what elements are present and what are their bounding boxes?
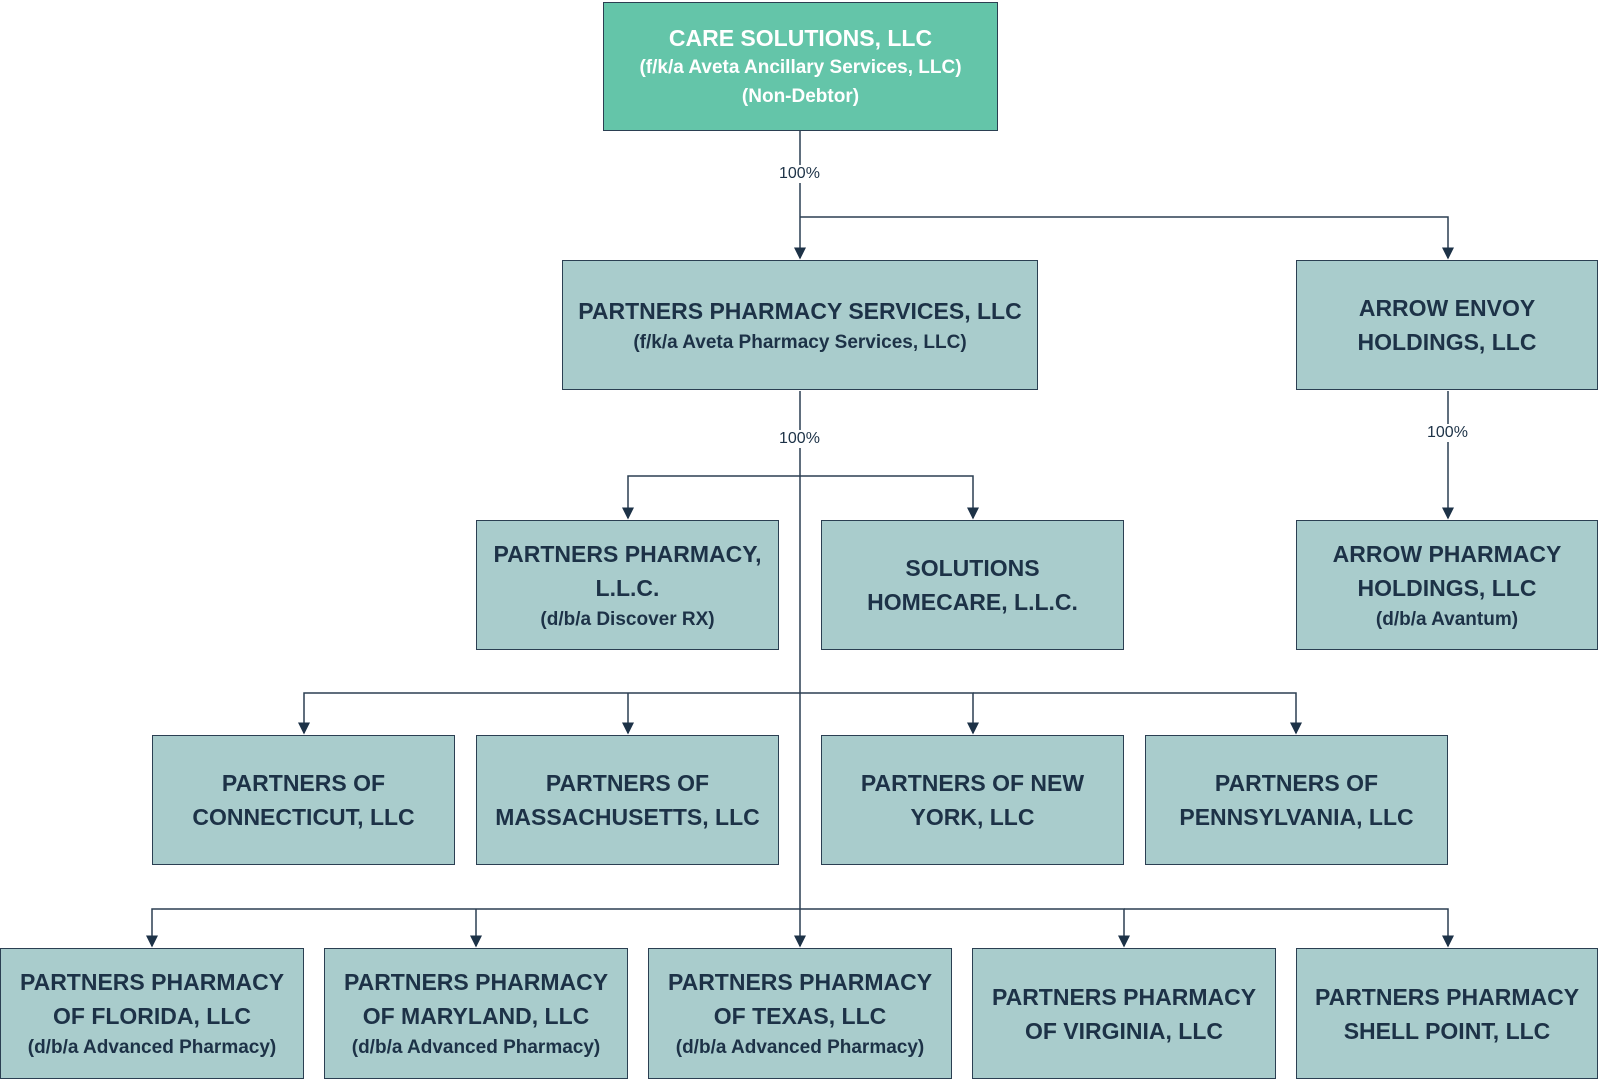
node-name-line2: YORK, LLC: [910, 804, 1035, 830]
node-dba: (d/b/a Advanced Pharmacy): [675, 1037, 925, 1058]
node-name-line2: OF TEXAS, LLC: [713, 1003, 887, 1029]
connector-pps-va: [800, 908, 1130, 948]
node-partners-of-new-york: PARTNERS OF NEW YORK, LLC: [821, 735, 1124, 865]
node-name-line1: PARTNERS PHARMACY: [19, 969, 285, 995]
node-name-line1: PARTNERS PHARMACY: [1314, 983, 1580, 1010]
node-name-line1: PARTNERS PHARMACY,: [493, 540, 762, 567]
node-arrow-envoy-holdings: ARROW ENVOY HOLDINGS, LLC: [1296, 260, 1598, 390]
ownership-label-arrow-envoy: 100%: [1426, 424, 1469, 442]
node-partners-pharmacy-shell-point: PARTNERS PHARMACY SHELL POINT, LLC: [1296, 948, 1598, 1079]
node-name-line2: OF FLORIDA, LLC: [52, 1003, 252, 1029]
node-solutions-homecare: SOLUTIONS HOMECARE, L.L.C.: [821, 520, 1124, 650]
node-dba: (d/b/a Discover RX): [540, 608, 715, 630]
connector-pps-fl: [146, 908, 800, 948]
node-partners-pharmacy-maryland: PARTNERS PHARMACY OF MARYLAND, LLC (d/b/…: [324, 948, 628, 1079]
node-name-line2: L.L.C.: [595, 574, 660, 601]
node-name-line2: SHELL POINT, LLC: [1343, 1017, 1551, 1044]
node-name-line1: PARTNERS OF: [1214, 770, 1379, 796]
node-arrow-pharmacy-holdings: ARROW PHARMACY HOLDINGS, LLC (d/b/a Avan…: [1296, 520, 1598, 650]
connector-pps-sh: [800, 475, 979, 520]
node-name-line1: PARTNERS PHARMACY: [667, 969, 933, 995]
node-care-solutions: CARE SOLUTIONS, LLC (f/k/a Aveta Ancilla…: [603, 2, 998, 131]
node-partners-pharmacy-texas: PARTNERS PHARMACY OF TEXAS, LLC (d/b/a A…: [648, 948, 952, 1079]
ownership-label-care: 100%: [778, 165, 821, 183]
node-fka: (f/k/a Aveta Ancillary Services, LLC): [639, 56, 962, 78]
node-name-line1: PARTNERS OF NEW: [860, 770, 1085, 796]
node-name-line2: HOLDINGS, LLC: [1357, 574, 1537, 601]
node-name-line2: CONNECTICUT, LLC: [192, 804, 415, 830]
node-dba: (d/b/a Advanced Pharmacy): [351, 1037, 601, 1058]
connector-care-arrow-envoy: [800, 216, 1454, 260]
connector-pps-ct: [298, 692, 800, 735]
node-partners-of-connecticut: PARTNERS OF CONNECTICUT, LLC: [152, 735, 455, 865]
node-partners-of-massachusetts: PARTNERS OF MASSACHUSETTS, LLC: [476, 735, 779, 865]
node-name-line2: HOMECARE, L.L.C.: [867, 589, 1078, 615]
connector-pps-ny: [800, 692, 979, 735]
node-name-line1: PARTNERS PHARMACY: [343, 969, 609, 995]
node-name-line2: MASSACHUSETTS, LLC: [495, 804, 760, 830]
node-name-line2: OF MARYLAND, LLC: [362, 1003, 590, 1029]
node-partners-pharmacy-llc: PARTNERS PHARMACY, L.L.C. (d/b/a Discove…: [476, 520, 779, 650]
ownership-label-pps: 100%: [778, 430, 821, 448]
node-name-line2: OF VIRGINIA, LLC: [1024, 1017, 1224, 1044]
node-partners-pharmacy-florida: PARTNERS PHARMACY OF FLORIDA, LLC (d/b/a…: [0, 948, 304, 1079]
node-name-line2: PENNSYLVANIA, LLC: [1179, 804, 1414, 830]
node-dba: (d/b/a Advanced Pharmacy): [27, 1037, 277, 1058]
node-name: PARTNERS PHARMACY SERVICES, LLC: [578, 297, 1022, 324]
node-name-line1: SOLUTIONS: [905, 555, 1040, 581]
node-partners-pharmacy-services: PARTNERS PHARMACY SERVICES, LLC (f/k/a A…: [562, 260, 1038, 390]
node-name-line1: ARROW PHARMACY: [1332, 540, 1562, 567]
node-name-line1: ARROW ENVOY: [1358, 295, 1536, 321]
connector-pps-sp: [1124, 908, 1454, 948]
connector-pps-pa: [973, 692, 1302, 735]
node-name-line1: PARTNERS OF: [221, 770, 386, 796]
node-name-line2: HOLDINGS, LLC: [1357, 329, 1537, 355]
node-name: CARE SOLUTIONS, LLC: [668, 24, 933, 51]
node-status: (Non-Debtor): [741, 85, 860, 107]
node-fka: (f/k/a Aveta Pharmacy Services, LLC): [633, 331, 967, 353]
node-name-line1: PARTNERS OF: [545, 770, 710, 796]
node-partners-of-pennsylvania: PARTNERS OF PENNSYLVANIA, LLC: [1145, 735, 1448, 865]
node-dba: (d/b/a Avantum): [1375, 608, 1519, 630]
node-name-line1: PARTNERS PHARMACY: [991, 983, 1257, 1010]
connector-pps-pp: [622, 475, 800, 520]
node-partners-pharmacy-virginia: PARTNERS PHARMACY OF VIRGINIA, LLC: [972, 948, 1276, 1079]
